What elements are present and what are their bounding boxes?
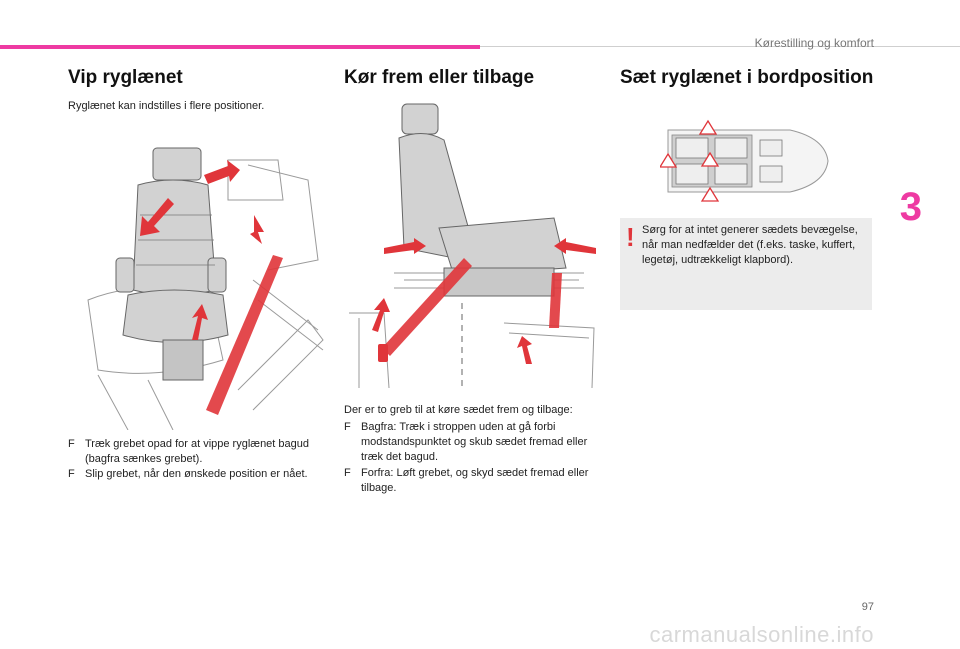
bullet-text: Bagfra: Træk i stroppen uden at gå forbi… xyxy=(361,421,588,463)
bullet-text: Forfra: Løft grebet, og skyd sædet frema… xyxy=(361,467,589,494)
bullet-marker: F xyxy=(344,421,351,433)
watermark: carmanualsonline.info xyxy=(649,622,874,647)
warning-text: Sørg for at intet generer sædets bevægel… xyxy=(642,224,858,266)
col2-intro: Der er to greb til at køre sædet frem og… xyxy=(344,404,573,416)
col1-intro: Ryglænet kan indstilles i flere position… xyxy=(68,100,265,112)
col1-title: Vip ryglænet xyxy=(68,67,183,88)
bullet-text: Slip grebet, når den ønskede position er… xyxy=(85,468,308,480)
col1-bullet: F Slip grebet, når den ønskede position … xyxy=(68,467,318,482)
bullet-text: Træk grebet opad for at vippe ryglænet b… xyxy=(85,438,310,465)
col2-bullet: F Forfra: Løft grebet, og skyd sædet fre… xyxy=(344,466,594,496)
seat-layout-diagram xyxy=(660,119,829,202)
col2-bullet: F Bagfra: Træk i stroppen uden at gå for… xyxy=(344,420,594,465)
slide-illustration xyxy=(349,103,596,390)
accent-bar xyxy=(0,45,480,49)
chapter-number: 3 xyxy=(899,185,922,229)
bullet-marker: F xyxy=(68,468,75,480)
section-header: Kørestilling og komfort xyxy=(754,36,874,50)
col3-title: Sæt ryglænet i bordposition xyxy=(620,67,874,88)
bullet-marker: F xyxy=(68,438,75,450)
col2-title: Kør frem eller tilbage xyxy=(344,67,535,88)
header-rule xyxy=(480,46,960,47)
col1-bullet: F Træk grebet opad for at vippe ryglænet… xyxy=(68,437,318,467)
page-number: 97 xyxy=(861,601,874,613)
warning-panel: ! Sørg for at intet generer sædets bevæg… xyxy=(620,218,872,310)
warning-icon: ! xyxy=(626,222,635,252)
recline-illustration xyxy=(87,147,324,430)
bullet-marker: F xyxy=(344,467,351,479)
